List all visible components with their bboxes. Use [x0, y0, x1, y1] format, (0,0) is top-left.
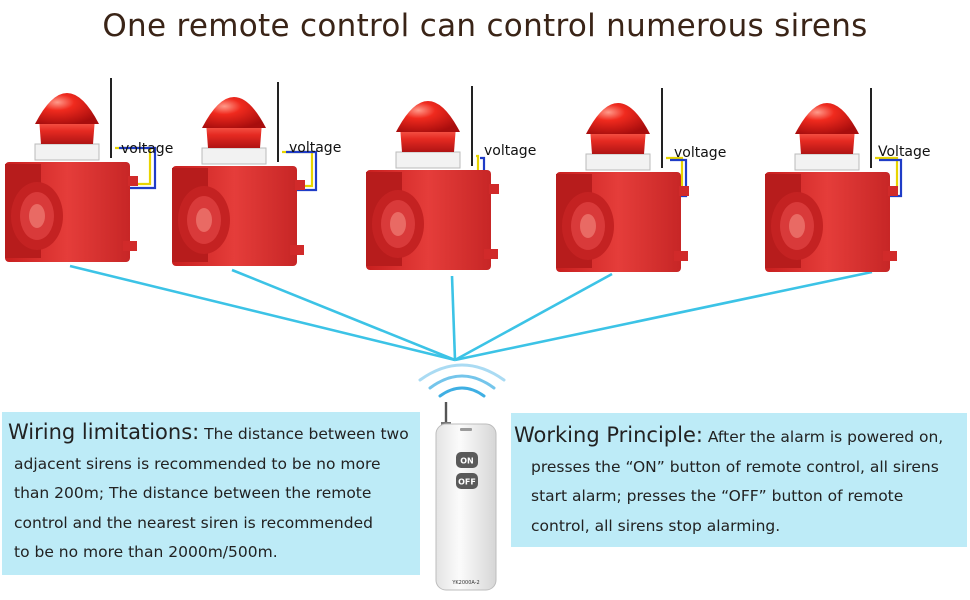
wiring-text: to be no more than 2000m/500m.	[14, 543, 278, 561]
signal-line	[454, 272, 613, 362]
voltage-label: voltage	[121, 141, 174, 157]
page-title: One remote control can control numerous …	[102, 8, 868, 44]
principle-text: presses the “ON” button of remote contro…	[531, 457, 939, 476]
working-principle-panel: Working Principle: After the alarm is po…	[511, 413, 967, 547]
voltage-label: voltage	[484, 143, 537, 159]
wiring-text: control and the nearest siren is recomme…	[14, 513, 373, 532]
voltage-label: Voltage	[878, 144, 931, 160]
wiring-limitations-panel: Wiring limitations: The distance between…	[2, 412, 420, 575]
wiring-heading: Wiring limitations:	[8, 420, 200, 444]
siren-4	[556, 88, 689, 272]
principle-text: After the alarm is powered on,	[702, 428, 944, 446]
principle-text: control, all sirens stop alarming.	[531, 516, 781, 535]
siren-5	[765, 88, 903, 272]
wiring-text: than 200m; The distance between the remo…	[14, 484, 372, 502]
siren-2	[172, 82, 318, 266]
remote-control: ON OFF YK2000A-2	[435, 402, 497, 591]
remote-off-label: OFF	[458, 478, 476, 487]
siren-1	[5, 78, 157, 262]
signal-line	[231, 268, 456, 362]
remote-on-label: ON	[460, 457, 474, 466]
signal-line	[69, 264, 456, 362]
wiring-text: The distance between two	[199, 425, 409, 443]
remote-model-label: YK2000A-2	[451, 580, 479, 586]
voltage-label: voltage	[674, 145, 727, 161]
wireless-waves-icon	[418, 363, 506, 398]
principle-heading: Working Principle:	[514, 423, 703, 447]
signal-line	[454, 270, 873, 362]
signal-line	[450, 275, 457, 361]
signal-lines	[69, 264, 873, 362]
wiring-text: adjacent sirens is recommended to be no …	[14, 454, 381, 473]
principle-text: start alarm; presses the “OFF” button of…	[531, 487, 904, 505]
siren-3	[366, 86, 499, 270]
voltage-label: voltage	[289, 140, 342, 156]
